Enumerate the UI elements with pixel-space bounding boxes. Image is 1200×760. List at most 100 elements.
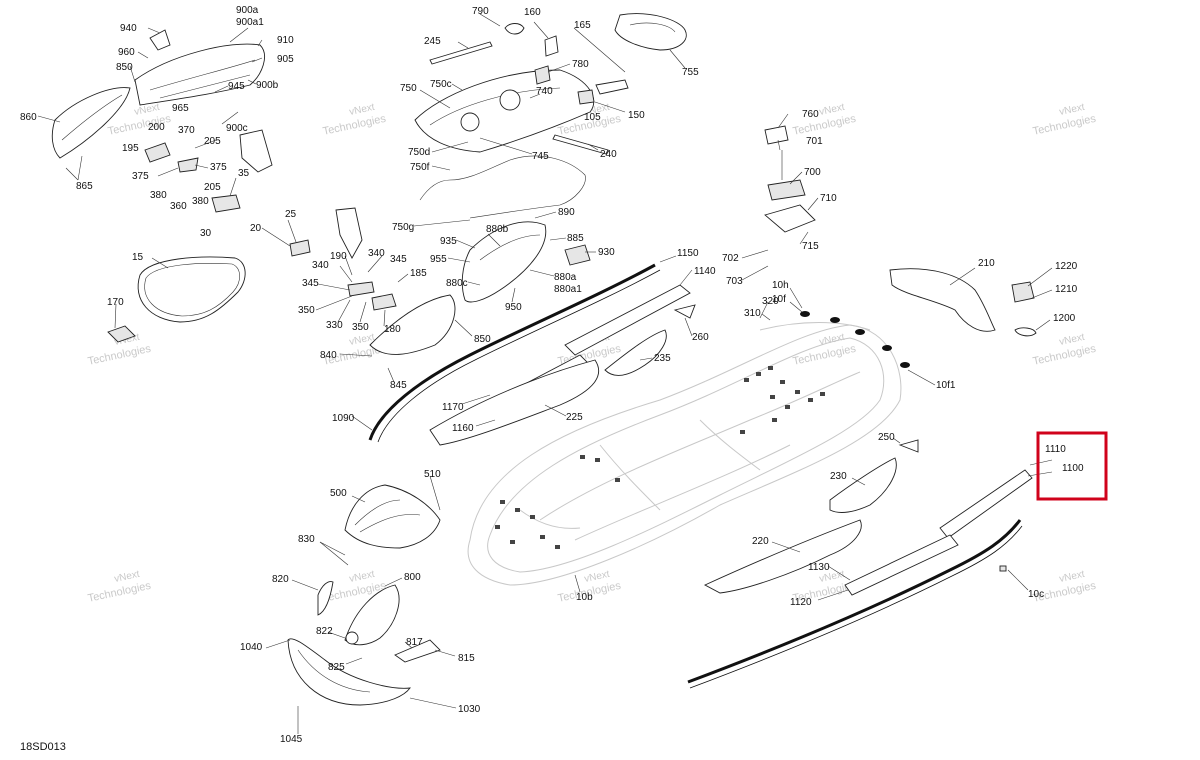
part-label: 360 xyxy=(170,201,187,212)
side-panel-860 xyxy=(51,87,131,159)
cover-210 xyxy=(889,268,996,332)
part-label: 310 xyxy=(744,308,761,319)
part-label: 375 xyxy=(210,162,227,173)
part-label: 880a1 xyxy=(554,284,582,295)
part-label: 755 xyxy=(682,67,699,78)
part-label: 701 xyxy=(806,136,823,147)
panels-230-220 xyxy=(703,457,897,594)
part-label: 905 xyxy=(277,54,294,65)
part-label: 840 xyxy=(320,350,337,361)
part-label: 10b xyxy=(576,592,593,603)
part-label: 1160 xyxy=(452,423,474,434)
part-label: 860 xyxy=(20,112,37,123)
part-label: 220 xyxy=(752,536,769,547)
part-label: 170 xyxy=(107,297,124,308)
part-label: 850 xyxy=(116,62,133,73)
part-label: 105 xyxy=(584,112,601,123)
part-label: 880a xyxy=(554,272,577,283)
part-label: 750 xyxy=(400,83,417,94)
part-label: 235 xyxy=(654,353,671,364)
part-label: 740 xyxy=(536,86,553,97)
part-label: 965 xyxy=(172,103,189,114)
part-label: 1090 xyxy=(332,413,355,424)
part-label: 935 xyxy=(440,236,457,247)
part-label: 510 xyxy=(424,469,441,480)
part-label: 1150 xyxy=(677,248,699,259)
part-label: 900a1 xyxy=(236,17,264,28)
long-strip-bottom xyxy=(687,519,1023,689)
part-label: 1100 xyxy=(1062,463,1084,474)
part-label: 500 xyxy=(330,488,347,499)
part-label: 1040 xyxy=(240,642,263,653)
part-label: 240 xyxy=(600,149,617,160)
part-label: 15 xyxy=(132,252,144,263)
parts-1200 xyxy=(1011,281,1037,337)
footwell-mat xyxy=(137,256,246,323)
part-label: 702 xyxy=(722,253,739,264)
part-label: 940 xyxy=(120,23,137,34)
part-label: 880c xyxy=(446,278,468,289)
part-label: 910 xyxy=(277,35,294,46)
part-label: 345 xyxy=(390,254,407,265)
long-strip-1090 xyxy=(368,263,661,443)
panel-850 xyxy=(369,294,456,355)
part-label: 20 xyxy=(250,223,262,234)
part-label: 750f xyxy=(410,162,430,173)
part-label: 180 xyxy=(384,324,401,335)
rail-1100 xyxy=(844,469,1033,596)
nose-pieces xyxy=(287,581,441,706)
part-label: 160 xyxy=(524,7,541,18)
part-label: 340 xyxy=(312,260,329,271)
part-label: 715 xyxy=(802,241,819,252)
part-label: 703 xyxy=(726,276,743,287)
panels-225-235 xyxy=(429,304,696,446)
part-label: 345 xyxy=(302,278,319,289)
svg-text:vNext: vNext xyxy=(583,569,611,585)
part-label: 825 xyxy=(328,662,345,673)
part-label: 790 xyxy=(472,6,489,17)
svg-text:vNext: vNext xyxy=(113,569,141,585)
svg-text:vNext: vNext xyxy=(348,102,376,118)
part-labels: 940 900a 900a1 910 960 905 850 945 900b … xyxy=(20,5,1084,745)
part-label: 225 xyxy=(566,412,583,423)
part-label: 750c xyxy=(430,79,452,90)
watermark: vNext Technologies xyxy=(322,102,388,138)
svg-text:vNext: vNext xyxy=(1058,569,1086,585)
front-cowl-500 xyxy=(344,484,441,549)
part-label: 885 xyxy=(567,233,584,244)
part-label: 1210 xyxy=(1055,284,1078,295)
part-label: 815 xyxy=(458,653,475,664)
mechanism-700 xyxy=(764,125,816,233)
diagram-code: 18SD013 xyxy=(20,741,66,753)
part-label: 10f1 xyxy=(936,380,956,391)
part-label: 340 xyxy=(368,248,385,259)
cap-250 xyxy=(898,439,919,453)
part-label: 380 xyxy=(192,196,209,207)
part-label: 370 xyxy=(178,125,195,136)
part-label: 195 xyxy=(122,143,139,154)
pins-10f xyxy=(800,311,910,368)
part-label: 165 xyxy=(574,20,591,31)
part-label: 780 xyxy=(572,59,589,70)
part-label: 1170 xyxy=(442,402,464,413)
svg-text:vNext: vNext xyxy=(133,102,161,118)
part-label: 750d xyxy=(408,147,430,158)
part-label: 260 xyxy=(692,332,709,343)
part-label: 1200 xyxy=(1053,313,1076,324)
part-label: 900a xyxy=(236,5,259,16)
part-label: 960 xyxy=(118,47,135,58)
part-170 xyxy=(107,325,136,343)
hull-fasteners xyxy=(495,366,825,549)
part-label: 945 xyxy=(228,81,245,92)
part-label: 900b xyxy=(256,80,279,91)
part-label: 150 xyxy=(628,110,645,121)
part-label: 845 xyxy=(390,380,407,391)
cable-750g xyxy=(419,155,586,219)
part-label: 10c xyxy=(1028,589,1044,600)
part-label: 210 xyxy=(978,258,995,269)
part-label: 880b xyxy=(486,224,509,235)
svg-text:vNext: vNext xyxy=(1058,102,1086,118)
part-label: 817 xyxy=(406,637,423,648)
part-label: 700 xyxy=(804,167,821,178)
